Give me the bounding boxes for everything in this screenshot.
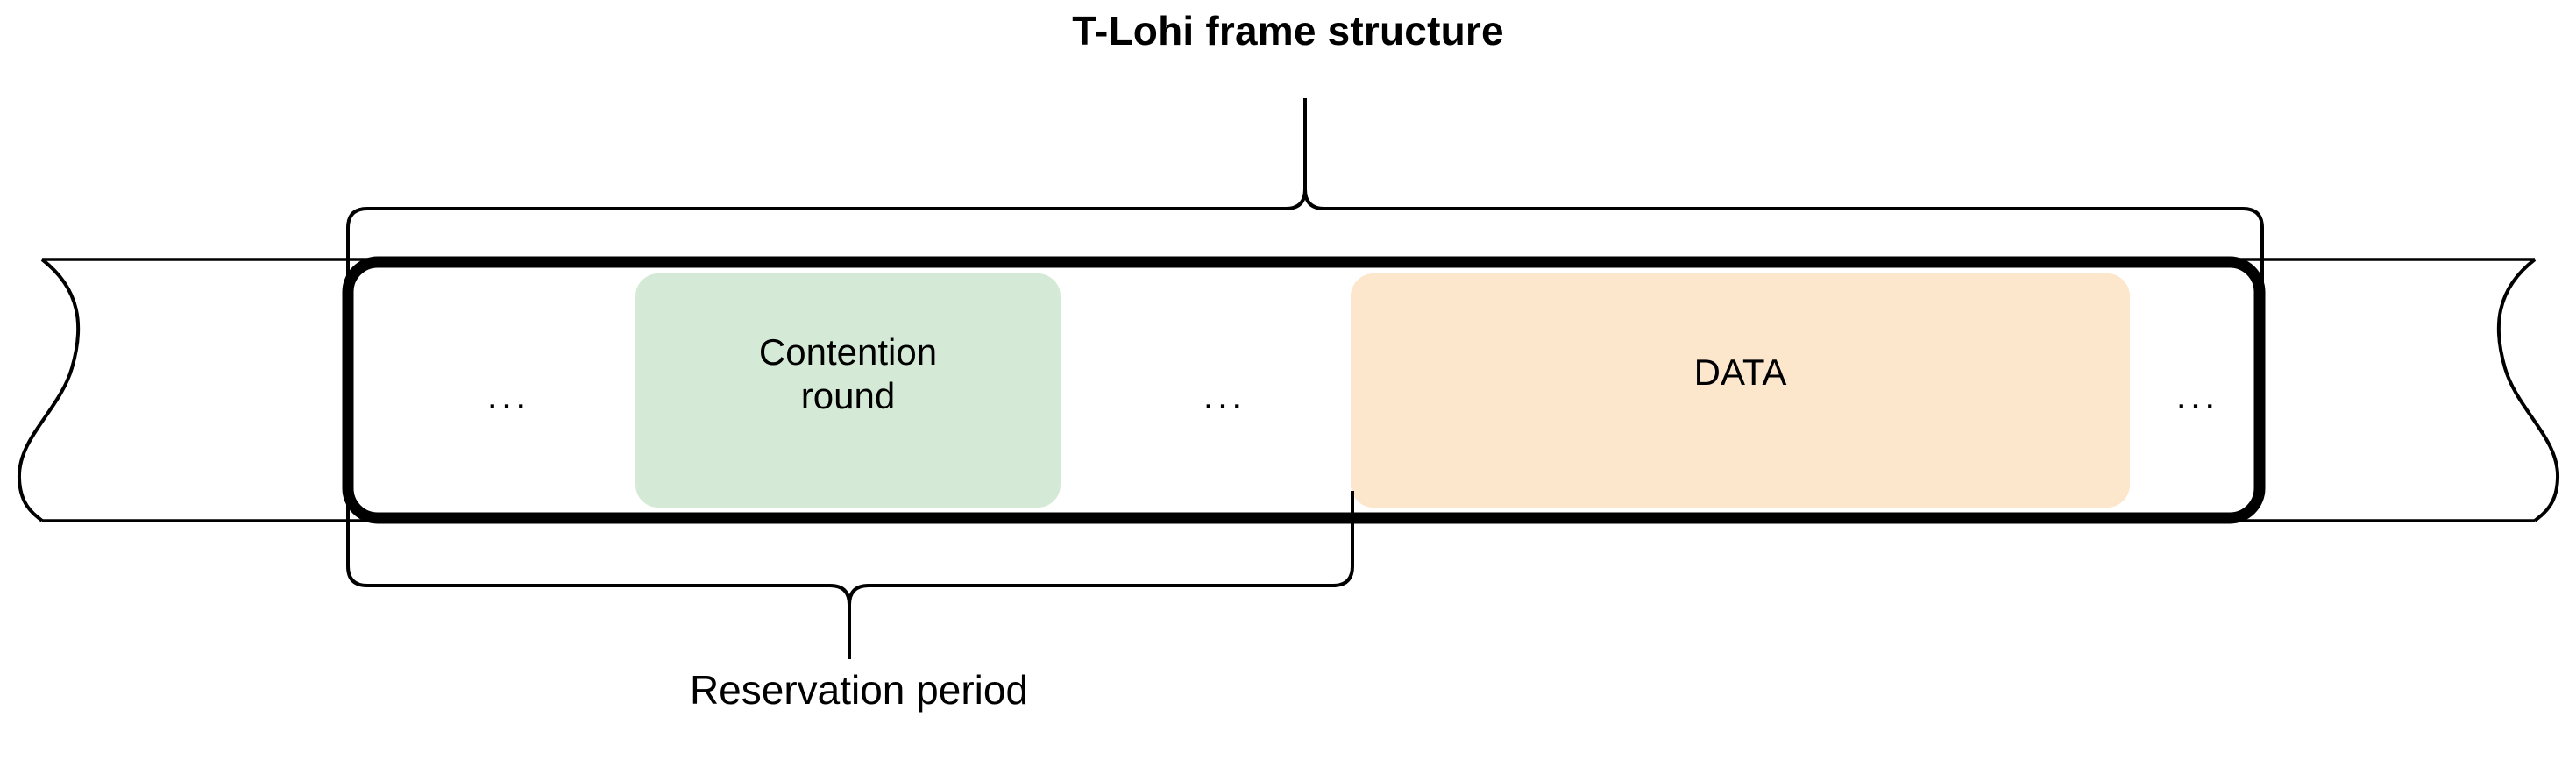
ellipsis-after-data: ... bbox=[2175, 374, 2219, 417]
ellipsis-before-contention: ... bbox=[486, 374, 530, 417]
ellipsis-between-contention-and-data: ... bbox=[1203, 374, 1246, 417]
segment-contention-round[interactable] bbox=[635, 273, 1061, 508]
contention-round-label-line1: Contention bbox=[758, 331, 938, 373]
segment-data[interactable] bbox=[1351, 273, 2130, 508]
data-segment-label: DATA bbox=[1693, 352, 1787, 393]
bottom-brace bbox=[346, 491, 1354, 659]
reservation-period-label: Reservation period bbox=[689, 667, 1029, 713]
diagram-title: T-Lohi frame structure bbox=[1072, 8, 1504, 53]
top-brace bbox=[346, 98, 2264, 288]
frame-outline bbox=[342, 256, 2266, 524]
contention-round-label-line2: round bbox=[800, 374, 896, 416]
